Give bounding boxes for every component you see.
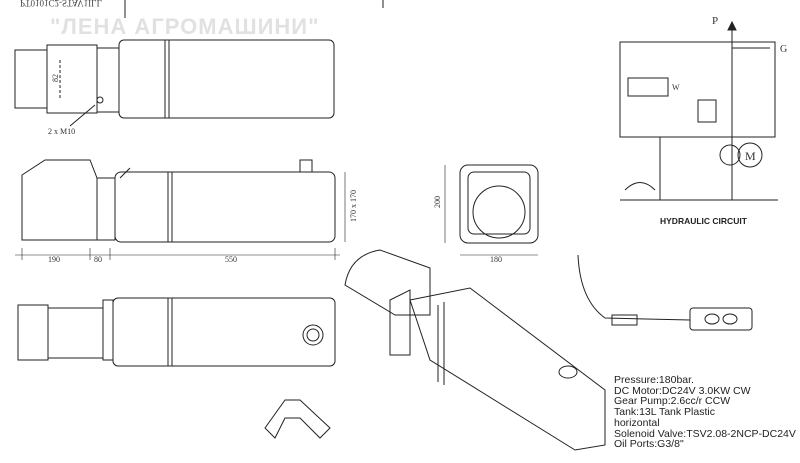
front-view-valve — [102, 299, 114, 361]
remote-button — [704, 313, 720, 325]
pressure-arrow — [727, 20, 737, 31]
cable-connector — [611, 314, 638, 326]
perspective-view — [264, 249, 606, 451]
remote-control — [577, 254, 753, 331]
side-view-valve — [96, 177, 116, 241]
front-view-end — [17, 304, 49, 361]
perspective-cap — [558, 365, 578, 379]
dim-180: 180 — [490, 255, 502, 264]
bolt-hole — [96, 96, 104, 104]
specifications: Pressure:180bar. DC Motor:DC24V 3.0KW CW… — [614, 375, 796, 450]
spec-tank: Tank:13L Tank Plastic — [614, 406, 715, 419]
top-view-valve-block — [96, 47, 120, 113]
fitting — [119, 167, 131, 179]
side-view — [15, 159, 346, 260]
circuit-frame — [619, 41, 776, 138]
drawing-code: PT0101C2-STAV1ILL — [20, 0, 103, 8]
perspective-motor — [344, 249, 431, 316]
spec-ports: Oil Ports:G3/8" — [614, 438, 684, 451]
dim-190: 190 — [48, 255, 60, 264]
side-view-tank — [114, 171, 336, 243]
dim-82: 82 — [51, 74, 60, 82]
bolt-label: 2 x M10 — [48, 127, 75, 136]
perspective-valve — [389, 289, 411, 356]
drain-plug — [302, 324, 324, 346]
end-view-inner — [467, 171, 531, 235]
end-view-outline — [459, 164, 539, 244]
front-view-motor — [47, 307, 104, 359]
spec-pump: Gear Pump:2.6cc/r CCW — [614, 395, 731, 408]
dim-170x170: 170 x 170 — [349, 190, 358, 222]
top-view-end-block — [14, 49, 48, 109]
spec-valve: Solenoid Valve:TSV2.08-2NCP-DC24V — [614, 427, 796, 440]
spec-tank-orientation: horizontal — [614, 416, 660, 429]
top-view-tank — [118, 39, 335, 119]
spec-pressure: Pressure:180bar. — [614, 374, 694, 386]
dim-80: 80 — [94, 255, 102, 264]
remote-cable — [577, 254, 691, 321]
pump-symbol — [719, 144, 741, 166]
solenoid-valve — [627, 77, 669, 97]
end-view-motor-circle — [472, 185, 526, 239]
motor-label: M — [745, 149, 756, 163]
mounting-bracket — [264, 399, 331, 439]
perspective-tank — [409, 287, 606, 451]
remote-button — [722, 313, 738, 325]
drain-plug-inner — [306, 328, 320, 342]
dim-200: 200 — [433, 196, 442, 208]
top-view — [14, 39, 335, 127]
relief-valve — [697, 99, 717, 123]
dim-550: 550 — [225, 255, 237, 264]
side-view-motor-cover — [21, 159, 98, 241]
motor-symbol — [737, 142, 763, 168]
hydraulic-circuit — [619, 20, 778, 201]
bolt-leader — [69, 104, 96, 127]
circuit-title: HYDRAULIC CIRCUIT — [660, 216, 747, 226]
front-view-tank — [112, 297, 336, 367]
spec-motor: DC Motor:DC24V 3.0KW CW — [614, 384, 751, 397]
end-view — [444, 164, 539, 256]
port-g-label: G — [780, 44, 787, 55]
valve-label: W — [672, 83, 680, 92]
filler-cap — [299, 159, 313, 173]
brand-watermark: "ЛЕНА АГРОМАШИНИ" — [50, 14, 320, 39]
tank-symbol — [624, 182, 656, 191]
front-view — [17, 297, 336, 367]
port-p-label: P — [712, 15, 718, 27]
remote-box — [689, 307, 753, 331]
